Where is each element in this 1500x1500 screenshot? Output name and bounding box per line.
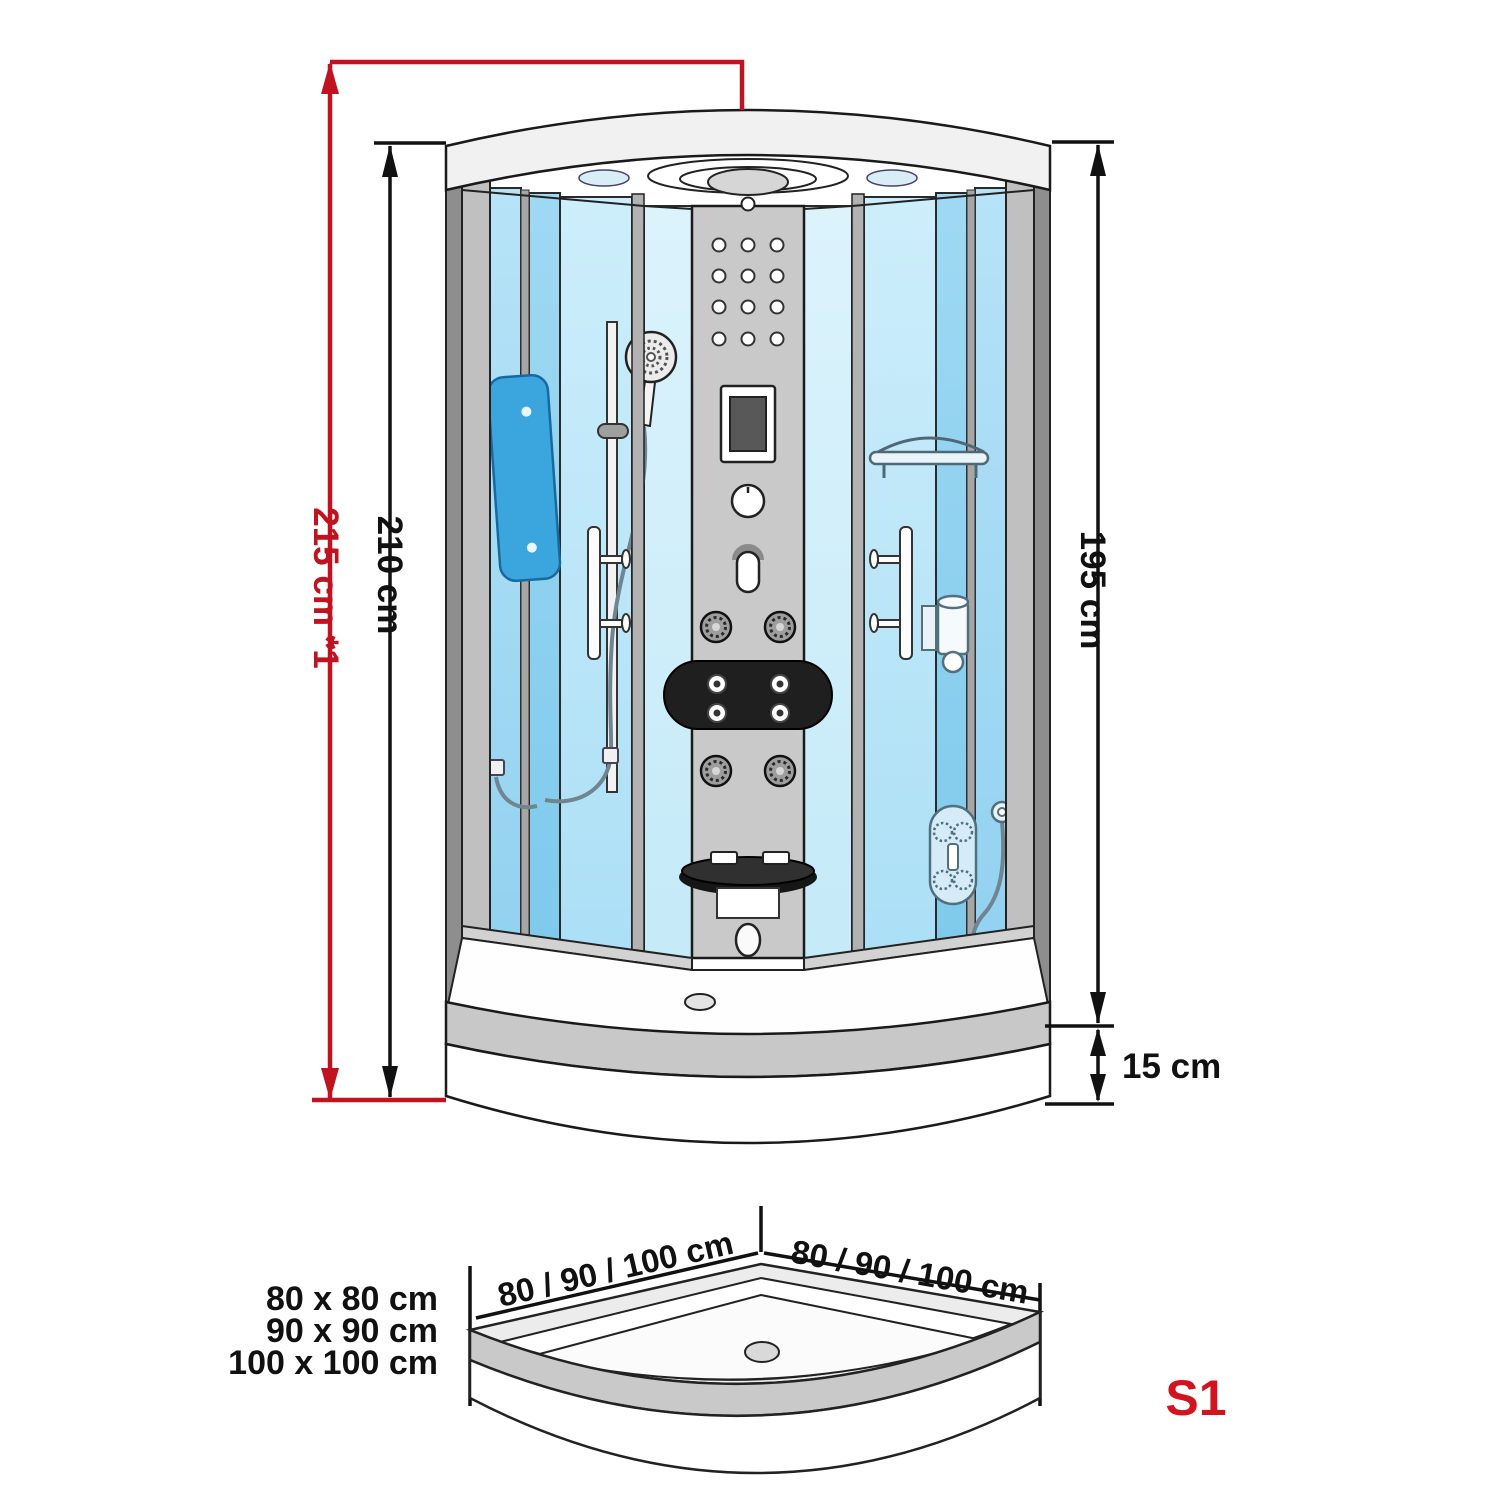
shower-tray-illustration: 80 / 90 / 100 cm 80 / 90 / 100 cm [465,1206,1045,1475]
folding-seat [679,851,817,895]
control-knob [730,483,766,519]
ceiling-rain-head [707,168,789,196]
glass-divider-left [520,189,530,1009]
display-screen [719,384,777,464]
floor-drain [684,993,716,1011]
column-holes [711,237,785,347]
massage-jets-lower [699,754,797,788]
dimension-total-height: 215 cm *1 [306,59,745,1103]
model-label: S1 [1165,1370,1226,1426]
glass-shelf [486,373,562,583]
access-panel [716,887,780,919]
ceiling-details [461,168,1035,212]
mixer-faucet [732,544,764,594]
soap-dispenser [921,594,970,674]
side-jet-panel [928,804,978,906]
massage-jets-upper [699,610,797,644]
tray-front-skirt [468,1339,1042,1475]
roof [444,108,1052,192]
control-column [663,204,833,960]
tray-size-options: 80 x 80 cm 90 x 90 cm 100 x 100 cm [228,1280,438,1382]
door-handle-left [587,526,631,660]
tray-height-label: 15 cm [1122,1047,1221,1086]
size-option-100: 100 x 100 cm [228,1344,438,1382]
towel-bar [868,436,990,478]
tray-skirt [444,1042,1052,1145]
main-cabin-illustration [444,108,1052,1145]
column-foot-oval [734,922,762,958]
frame-posts [445,167,1051,1011]
headrest [663,660,833,730]
size-option-90: 90 x 90 cm [266,1312,438,1350]
cabin-height-label: 210 cm [370,516,409,635]
door-handle-right [869,526,913,660]
dimension-glass-height: 195 cm [1045,140,1114,1028]
dimension-tray-height: 15 cm [1045,1028,1221,1106]
glass-height-label: 195 cm [1073,531,1112,650]
dimension-cabin-height: 210 cm [370,141,446,1098]
total-height-label: 215 cm *1 [306,507,345,669]
size-option-80: 80 x 80 cm [266,1280,438,1318]
ceiling-light [740,196,756,212]
tray-drain [744,1341,780,1363]
hose-hook-right [602,747,619,764]
